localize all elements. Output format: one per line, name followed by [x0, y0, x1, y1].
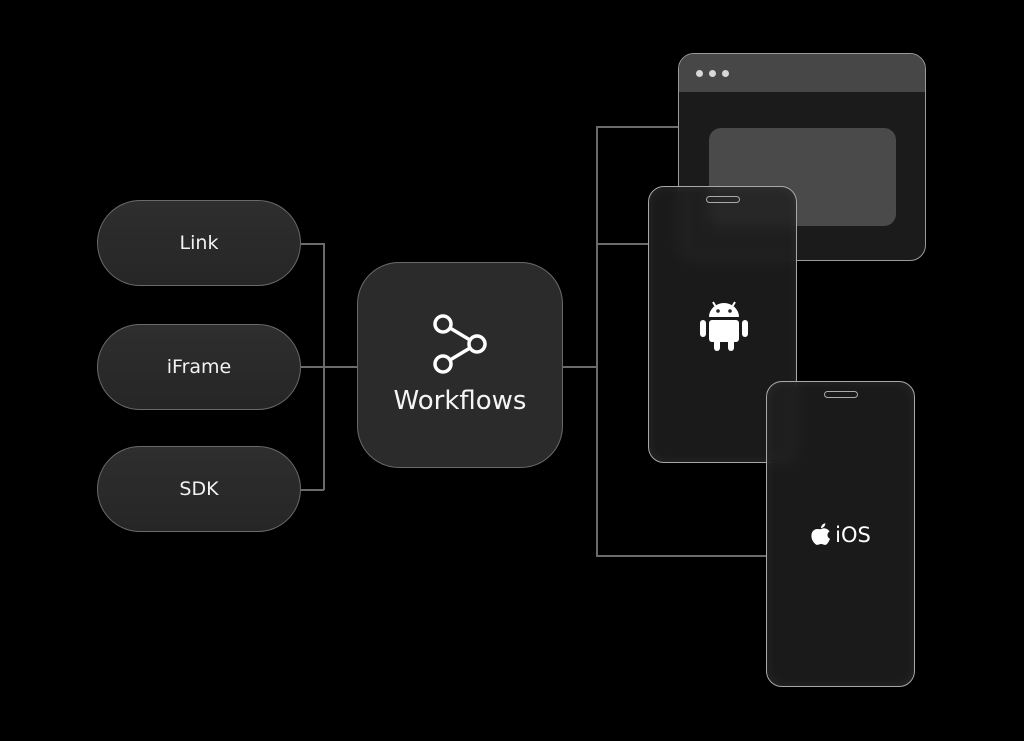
connector — [563, 366, 597, 368]
window-dot-icon — [696, 69, 703, 77]
connector — [596, 126, 678, 128]
source-label: SDK — [179, 478, 219, 500]
phone-notch — [823, 391, 858, 398]
browser-titlebar — [679, 54, 925, 92]
ios-label: iOS — [835, 523, 871, 547]
android-icon — [700, 301, 748, 351]
connector — [301, 489, 324, 491]
source-label: Link — [179, 232, 219, 254]
window-dot-icon — [709, 69, 716, 77]
apple-icon — [811, 523, 831, 545]
connector — [301, 366, 357, 368]
workflows-hub: Workflows — [357, 262, 563, 468]
connector — [596, 555, 766, 557]
source-sdk: SDK — [97, 446, 301, 532]
connector — [596, 243, 648, 245]
connector — [596, 126, 598, 556]
connector — [323, 243, 325, 490]
android-phone — [648, 186, 797, 463]
phone-notch — [705, 196, 740, 203]
ios-phone: iOS — [766, 381, 915, 687]
connector — [301, 243, 324, 245]
source-link: Link — [97, 200, 301, 286]
hub-label: Workflows — [393, 386, 527, 416]
source-iframe: iFrame — [97, 324, 301, 410]
window-dot-icon — [722, 69, 729, 77]
share-nodes-icon — [433, 314, 487, 374]
source-label: iFrame — [166, 356, 232, 378]
